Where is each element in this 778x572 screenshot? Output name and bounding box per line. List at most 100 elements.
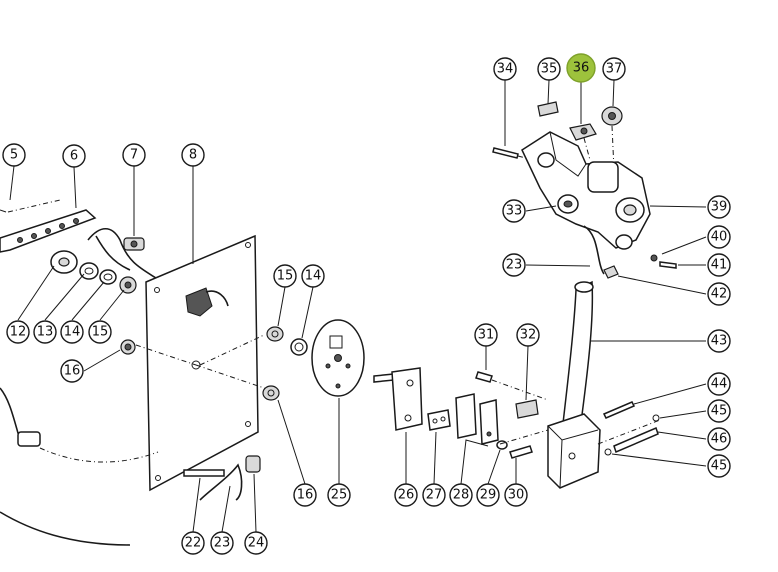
bolt-clip-parts: [183, 455, 261, 501]
part-number: 25: [331, 488, 348, 503]
part-label-13[interactable]: 13: [33, 320, 57, 344]
part-number: 39: [711, 200, 728, 215]
callout-ring: [707, 329, 731, 353]
part-number: 35: [541, 62, 558, 77]
part-number: 15: [92, 325, 109, 340]
part-number: 15: [277, 269, 294, 284]
part-number: 42: [711, 287, 728, 302]
part-label-12[interactable]: 12: [6, 320, 30, 344]
part-label-16-mid[interactable]: 16: [293, 483, 317, 507]
switch-connector-part: [87, 227, 157, 279]
part-number: 45: [711, 459, 728, 474]
callout-ring: [707, 253, 731, 277]
washer-stack-left: [50, 250, 137, 355]
part-number: 28: [453, 488, 470, 503]
part-label-7[interactable]: 7: [122, 143, 146, 167]
part-number: 36: [573, 61, 590, 76]
callout-ring: [707, 399, 731, 423]
callout-ring: [62, 144, 86, 168]
callout-ring: [293, 483, 317, 507]
part-number: 5: [10, 148, 18, 163]
part-number: 12: [10, 325, 27, 340]
part-label-23-right[interactable]: 23: [502, 253, 526, 277]
part-label-28[interactable]: 28: [449, 483, 473, 507]
callout-ring: [210, 531, 234, 555]
part-number: 44: [711, 377, 728, 392]
part-label-45-upper[interactable]: 45: [707, 399, 731, 423]
part-number: 6: [70, 149, 78, 164]
part-label-40[interactable]: 40: [707, 225, 731, 249]
cover-disk-part: [311, 319, 365, 397]
part-label-44[interactable]: 44: [707, 372, 731, 396]
part-number: 14: [64, 325, 81, 340]
callout-ring: [502, 199, 526, 223]
part-callouts: 5 6 7 8 12 13 14 15: [2, 53, 731, 555]
callout-ring: [301, 264, 325, 288]
part-label-45-lower[interactable]: 45: [707, 454, 731, 478]
part-number: 43: [711, 334, 728, 349]
part-label-29[interactable]: 29: [476, 483, 500, 507]
part-label-23[interactable]: 23: [210, 531, 234, 555]
part-label-8[interactable]: 8: [181, 143, 205, 167]
part-number: 34: [497, 62, 514, 77]
callout-ring: [88, 320, 112, 344]
callout-ring: [422, 483, 446, 507]
part-label-24[interactable]: 24: [244, 531, 268, 555]
callout-ring: [33, 320, 57, 344]
callout-ring: [707, 225, 731, 249]
part-number: 40: [711, 230, 728, 245]
part-label-37[interactable]: 37: [602, 57, 626, 81]
mounting-plate-part: [135, 234, 271, 492]
part-label-35[interactable]: 35: [537, 57, 561, 81]
leader-lines: [9, 79, 707, 533]
part-label-27[interactable]: 27: [422, 483, 446, 507]
callout-ring: [476, 483, 500, 507]
part-label-31[interactable]: 31: [474, 323, 498, 347]
callout-ring: [707, 282, 731, 306]
callout-ring: [60, 320, 84, 344]
callout-ring: [493, 57, 517, 81]
part-label-34[interactable]: 34: [493, 57, 517, 81]
part-label-30[interactable]: 30: [504, 483, 528, 507]
part-label-14-mid[interactable]: 14: [301, 264, 325, 288]
part-label-41[interactable]: 41: [707, 253, 731, 277]
callout-ring: [707, 195, 731, 219]
part-label-36-highlighted[interactable]: 36: [566, 53, 596, 83]
part-number: 33: [506, 204, 523, 219]
part-number: 8: [189, 148, 197, 163]
callout-ring: [474, 323, 498, 347]
part-label-33[interactable]: 33: [502, 199, 526, 223]
part-label-43[interactable]: 43: [707, 329, 731, 353]
part-label-15-mid[interactable]: 15: [273, 264, 297, 288]
part-label-32[interactable]: 32: [516, 323, 540, 347]
callout-ring: [707, 427, 731, 451]
callout-ring: [6, 320, 30, 344]
part-label-25[interactable]: 25: [327, 483, 351, 507]
part-number: 23: [214, 536, 231, 551]
part-label-6[interactable]: 6: [62, 144, 86, 168]
part-number: 7: [130, 148, 138, 163]
part-label-16[interactable]: 16: [60, 359, 84, 383]
part-number: 13: [37, 325, 54, 340]
part-label-42[interactable]: 42: [707, 282, 731, 306]
part-number: 37: [606, 62, 623, 77]
callout-ring: [181, 531, 205, 555]
callout-ring: [273, 264, 297, 288]
part-label-22[interactable]: 22: [181, 531, 205, 555]
callout-ring: [502, 253, 526, 277]
part-label-26[interactable]: 26: [394, 483, 418, 507]
part-number: 32: [520, 328, 537, 343]
part-label-39[interactable]: 39: [707, 195, 731, 219]
callout-ring: [537, 57, 561, 81]
callout-ring: [244, 531, 268, 555]
screw-parts: [496, 429, 549, 459]
part-number: 27: [426, 488, 443, 503]
part-label-46[interactable]: 46: [707, 427, 731, 451]
callout-ring: [602, 57, 626, 81]
part-label-5[interactable]: 5: [2, 143, 26, 167]
part-label-14[interactable]: 14: [60, 320, 84, 344]
part-label-15[interactable]: 15: [88, 320, 112, 344]
callout-ring: [2, 143, 26, 167]
part-number: 24: [248, 536, 265, 551]
part-number: 22: [185, 536, 202, 551]
